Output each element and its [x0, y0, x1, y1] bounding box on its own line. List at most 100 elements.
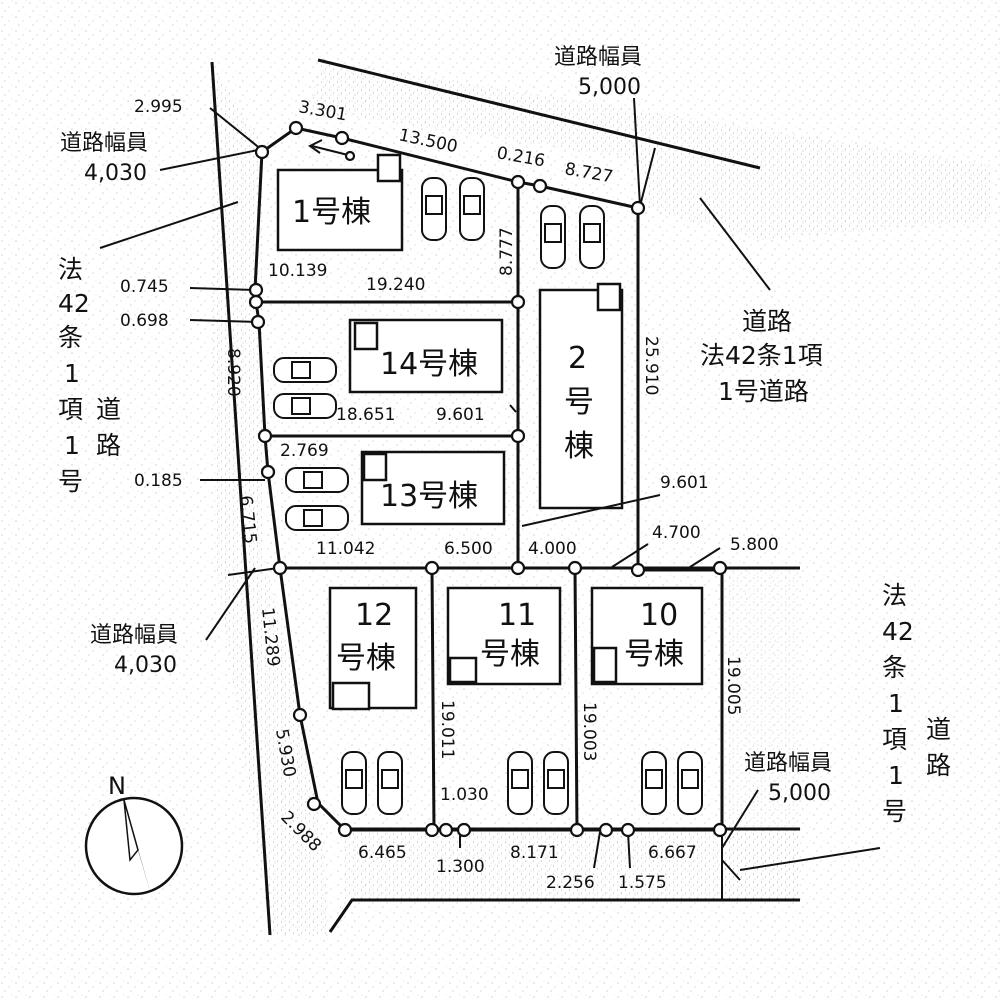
dimension-label: 1.300 — [436, 857, 485, 877]
leader-lines — [99, 97, 881, 881]
dimension-label: 19.003 — [579, 702, 599, 761]
east-road-surface — [722, 570, 800, 900]
building-2-label-line2: 号 — [564, 385, 594, 420]
building-10-label-line1: 10 — [640, 598, 678, 633]
east-road-label-4: 項 — [882, 725, 907, 754]
car-icon — [273, 393, 337, 419]
dimension-label: 6.500 — [444, 539, 493, 559]
road-labels: 法 42 条 1 項 1 号 道 路 法 42 条 1 項 1 号 道 路 道路… — [58, 45, 951, 826]
road-width-north-value: 5,000 — [578, 75, 641, 100]
survey-points — [248, 120, 728, 838]
building-labels: 1号棟 14号棟 13号棟 2 号 棟 12 号棟 11 号棟 10 号棟 — [292, 195, 684, 676]
west-road-label-5: 1 — [64, 431, 80, 460]
dimension-label: 8.920 — [223, 348, 243, 397]
building-2 — [538, 288, 624, 510]
dimension-label: 8.171 — [510, 843, 559, 863]
car-icon — [273, 357, 337, 383]
dimension-label: 1.030 — [440, 785, 489, 805]
west-road-label-8: 路 — [96, 431, 121, 460]
lot-line-12-11 — [430, 567, 436, 831]
north-arrow: N — [84, 772, 184, 898]
dimension-label: 0.185 — [134, 471, 183, 491]
dimension-label: 6.667 — [648, 843, 697, 863]
building-11-label-line1: 11 — [498, 598, 536, 633]
north-road-outer-edge — [317, 58, 761, 170]
east-road-label-2: 条 — [882, 653, 907, 682]
building-12-label-line2: 号棟 — [336, 641, 396, 676]
east-road-label-5: 1 — [888, 761, 904, 790]
road-width-west-top-title: 道路幅員 — [60, 131, 148, 156]
car-icon — [543, 751, 569, 815]
dimension-label: 2.769 — [280, 441, 329, 461]
building-1-stair — [376, 153, 402, 183]
dimension-label: 4.700 — [652, 523, 701, 543]
south-road-outer-edge — [328, 898, 800, 933]
building-13-stair — [362, 452, 388, 482]
north-road-label-1: 道路 — [742, 307, 792, 336]
car-icon — [341, 751, 367, 815]
buildings — [276, 153, 704, 711]
dimension-label: 10.139 — [268, 261, 327, 281]
car-icon — [377, 751, 403, 815]
dimension-label: 9.601 — [660, 473, 709, 493]
car-icon — [421, 177, 447, 241]
dimension-label: 19.011 — [437, 700, 457, 759]
east-road-label-7: 道 — [926, 715, 951, 744]
road-width-north-title: 道路幅員 — [554, 45, 642, 70]
building-11-stair — [448, 656, 478, 684]
building-2-label-line3: 棟 — [564, 429, 594, 464]
dimension-label: 25.910 — [641, 336, 661, 395]
dimension-label: 8.777 — [497, 227, 517, 276]
road-width-west-mid-title: 道路幅員 — [90, 623, 178, 648]
building-11-label-line2: 号棟 — [480, 637, 540, 672]
road-width-west-mid-value: 4,030 — [114, 653, 177, 678]
car-icon — [507, 751, 533, 815]
east-road-label-3: 1 — [888, 689, 904, 718]
building-12-stair — [331, 681, 371, 711]
building-2-label-line1: 2 — [568, 341, 587, 376]
road-width-southeast-value: 5,000 — [768, 781, 831, 806]
dimension-label: 4.000 — [528, 539, 577, 559]
car-icon — [285, 505, 349, 531]
west-road-label-2: 条 — [58, 323, 83, 352]
north-road-label-2: 法42条1項 — [700, 341, 823, 370]
car-icon — [677, 751, 703, 815]
dimension-label: 2.995 — [134, 97, 183, 117]
dimension-label: 11.042 — [316, 539, 375, 559]
east-road-label-1: 42 — [882, 617, 914, 646]
dimension-label: 6.465 — [358, 843, 407, 863]
car-icon — [579, 205, 605, 269]
west-road-label-6: 号 — [58, 467, 83, 496]
east-road-label-0: 法 — [882, 581, 907, 610]
dimension-label: 2.256 — [546, 873, 595, 893]
building-1-label: 1号棟 — [292, 195, 371, 230]
building-14-label: 14号棟 — [380, 347, 478, 382]
parking-spaces — [273, 177, 703, 815]
north-road-surface — [310, 60, 990, 240]
dimension-label: 5.800 — [730, 535, 779, 555]
car-icon — [641, 751, 667, 815]
west-road-label-4: 項 — [58, 395, 83, 424]
east-road-label-8: 路 — [926, 751, 951, 780]
compass-north-label: N — [108, 772, 126, 800]
entrance-arrow-icon — [308, 139, 356, 162]
dimension-label: 19.240 — [366, 275, 425, 295]
building-12-label-line1: 12 — [355, 598, 393, 633]
east-road-label-6: 号 — [882, 797, 907, 826]
building-10-stair — [592, 646, 618, 684]
dimension-label: 0.698 — [120, 311, 169, 331]
west-road-label-1: 42 — [58, 289, 90, 318]
building-14-stair — [353, 321, 379, 351]
building-2-stair — [596, 282, 622, 312]
car-icon — [459, 177, 485, 241]
dimension-label: 1.575 — [618, 873, 667, 893]
north-road-label-3: 1号道路 — [718, 377, 809, 406]
building-10-label-line2: 号棟 — [624, 637, 684, 672]
west-road-label-7: 道 — [96, 395, 121, 424]
west-road-label-0: 法 — [58, 255, 83, 284]
dimension-label: 0.745 — [120, 277, 169, 297]
dimension-label: 18.651 — [336, 405, 395, 425]
west-road-label-3: 1 — [64, 359, 80, 388]
lot-line-11-10 — [573, 567, 579, 831]
